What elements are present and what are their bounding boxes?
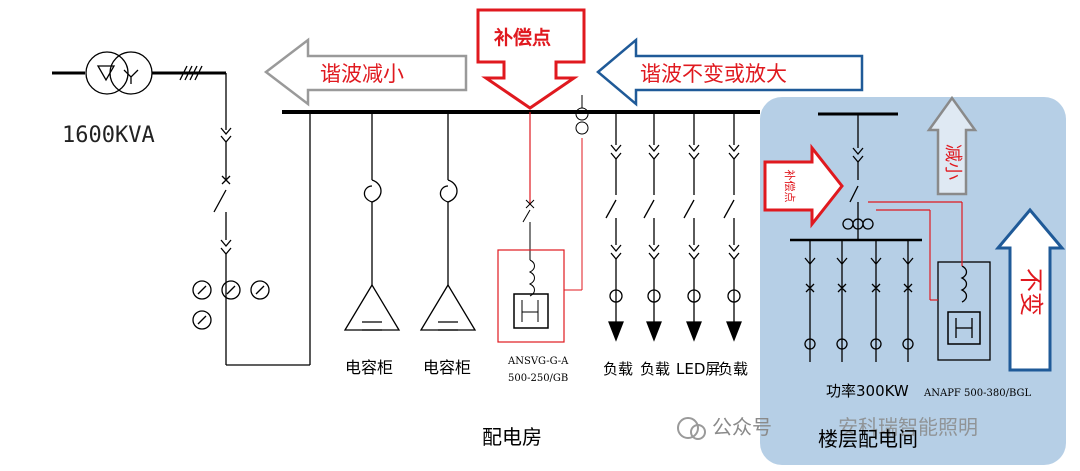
- transformer: [52, 51, 311, 366]
- load-label-3: 负载: [718, 360, 748, 378]
- svg-text:不变: 不变: [1017, 268, 1045, 316]
- load-label-1: 负载: [603, 360, 633, 378]
- wechat-icon: [677, 417, 699, 439]
- led-label: LED屏: [676, 360, 720, 378]
- arrow-harmonic-decrease: 谐波减小: [263, 37, 468, 107]
- svg-model-line1: ANSVG-G-A: [507, 356, 569, 367]
- capacitor-label-1: 电容柜: [345, 358, 393, 377]
- power-label: 功率300KW: [826, 382, 909, 400]
- floor-compensation-arrow: 补偿点: [763, 143, 844, 229]
- transformer-rating: 1600KVA: [62, 123, 155, 148]
- floor-room-label: 楼层配电间: [818, 427, 918, 451]
- capacitor-cabinet-2: [419, 112, 477, 331]
- compensation-point-arrow: 补偿点: [476, 8, 586, 110]
- apf-model-label: ANAPF 500-380/BGL: [923, 388, 1031, 399]
- floor-compensation-lines: [868, 201, 963, 301]
- load-label-2: 负载: [640, 360, 670, 378]
- svg-text:谐波减小: 谐波减小: [320, 62, 404, 86]
- svg-text:补偿点: 补偿点: [783, 170, 797, 203]
- capacitor-label-2: 电容柜: [423, 358, 471, 377]
- svg-text:减小: 减小: [942, 144, 963, 180]
- arrow-floor-unchanged: 不变: [994, 207, 1066, 372]
- svg-text:补偿点: 补偿点: [494, 26, 551, 49]
- arrow-floor-decrease: 减小: [926, 95, 978, 196]
- floor-circuit: [790, 112, 991, 362]
- distribution-room-label: 配电房: [482, 425, 542, 449]
- arrow-harmonic-unchanged: 谐波不变或放大: [596, 37, 864, 107]
- svg-branch: [497, 95, 589, 343]
- svg-model-line2: 500-250/GB: [508, 373, 568, 384]
- watermark: 公众号 安科瑞智能照明: [677, 415, 978, 440]
- watermark-account: 公众号: [712, 415, 772, 439]
- watermark-brand: 安科瑞智能照明: [838, 415, 978, 439]
- svg-text:谐波不变或放大: 谐波不变或放大: [640, 62, 787, 86]
- capacitor-cabinet-1: [343, 112, 401, 331]
- load-branches: [605, 112, 742, 342]
